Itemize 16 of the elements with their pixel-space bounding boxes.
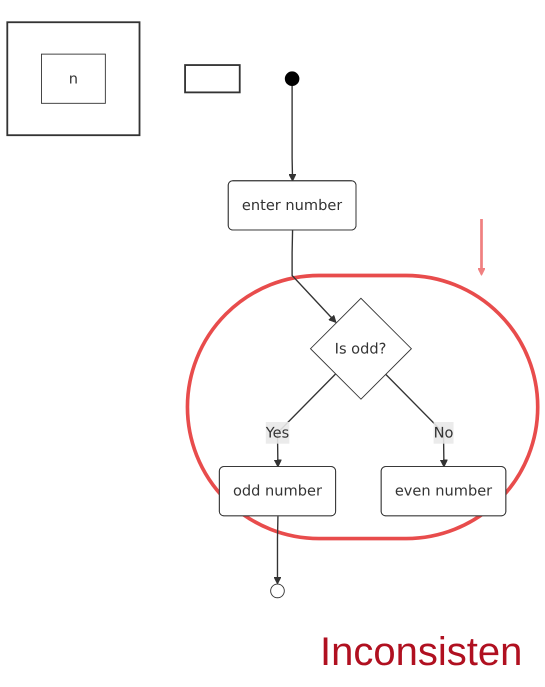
- node-box: [184, 64, 241, 94]
- node-circle: [284, 71, 300, 86]
- arrow: [291, 230, 336, 323]
- node-circle: [270, 584, 285, 598]
- node-diamond: Is odd?: [310, 298, 412, 400]
- arrow: [385, 374, 448, 468]
- annotation-text: Inconsisten: [320, 630, 522, 674]
- arrow: [273, 516, 282, 584]
- cluster: [186, 274, 540, 540]
- edge-label: No: [434, 424, 454, 442]
- arrow: [274, 374, 336, 468]
- edge-label: Yes: [266, 424, 290, 442]
- arrow: [288, 86, 296, 182]
- cluster: [6, 21, 140, 136]
- node-box: n: [41, 54, 106, 104]
- arrow: [477, 219, 486, 276]
